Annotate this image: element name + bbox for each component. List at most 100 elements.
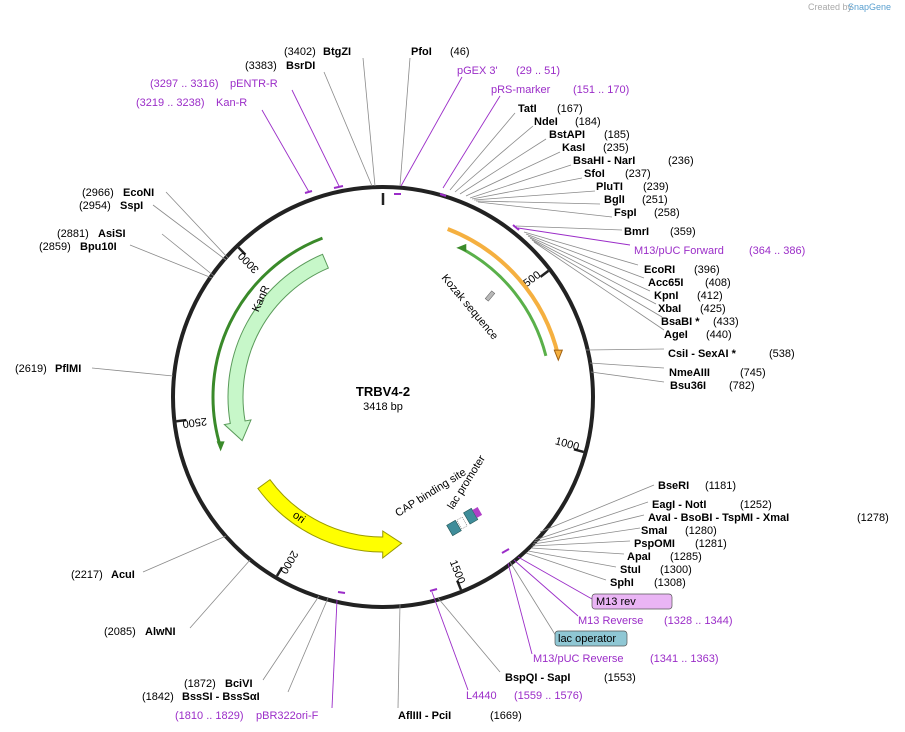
label-bseri[interactable]: BseRI xyxy=(658,480,689,492)
label-btgzi-pos: (3402) xyxy=(284,46,316,58)
m13-rev-box[interactable] xyxy=(591,593,673,610)
label-m13-reverse[interactable]: M13 Reverse xyxy=(578,615,643,627)
label-stui[interactable]: StuI xyxy=(620,564,641,576)
cap-site-glyph xyxy=(446,519,462,537)
label-csii-sexai[interactable]: CsiI - SexAI * xyxy=(668,348,737,360)
label-fspi[interactable]: FspI xyxy=(614,207,637,219)
leader-lines xyxy=(91,57,665,709)
label-bpu10i[interactable]: Bpu10I xyxy=(80,241,117,253)
label-m13-puc-reverse[interactable]: M13/pUC Reverse xyxy=(533,653,623,665)
label-pfoi[interactable]: PfoI xyxy=(411,46,432,58)
scale-tick-label: 2500 xyxy=(182,415,208,430)
label-eagi-noti-pos: (1252) xyxy=(740,499,772,511)
scale-tick-mark xyxy=(539,269,550,278)
label-bspqi-sapi[interactable]: BspQI - SapI xyxy=(505,672,570,684)
label-bmri[interactable]: BmrI xyxy=(624,226,649,238)
label-asisi[interactable]: AsiSI xyxy=(98,228,126,240)
label-kasi[interactable]: KasI xyxy=(562,142,585,154)
label-pbr322ori-f[interactable]: pBR322ori-F xyxy=(256,710,319,722)
label-acui-pos: (2217) xyxy=(71,569,103,581)
kanr-outer-head xyxy=(216,441,225,452)
label-pgex3-pos: (29 .. 51) xyxy=(516,65,560,77)
snapgene-logo: SnapGene xyxy=(848,2,891,12)
label-acui[interactable]: AcuI xyxy=(111,569,135,581)
label-bsu36i[interactable]: Bsu36I xyxy=(670,380,706,392)
label-m13-puc-forward[interactable]: M13/pUC Forward xyxy=(634,245,724,257)
label-pgex3[interactable]: pGEX 3' xyxy=(457,65,498,77)
label-stui-pos: (1300) xyxy=(660,564,692,576)
label-pluti[interactable]: PluTI xyxy=(596,181,623,193)
label-alwni[interactable]: AlwNI xyxy=(145,626,176,638)
green-feature-arc[interactable] xyxy=(459,246,548,357)
m13-glyph xyxy=(456,516,468,530)
orange-feature-head xyxy=(553,349,564,362)
kanr-outer-arc[interactable] xyxy=(211,236,324,448)
label-apai[interactable]: ApaI xyxy=(627,551,651,563)
scale-tick-label: 1000 xyxy=(554,435,581,453)
label-ndei-pos: (184) xyxy=(575,116,601,128)
label-pspomi[interactable]: PspOMI xyxy=(634,538,675,550)
lac-operator-box[interactable] xyxy=(554,630,628,647)
label-bsssi-pos: (1842) xyxy=(142,691,174,703)
label-sspi[interactable]: SspI xyxy=(120,200,143,212)
label-nmeaiii[interactable]: NmeAIII xyxy=(669,367,710,379)
label-eagi-noti[interactable]: EagI - NotI xyxy=(652,499,706,511)
label-bsssi[interactable]: BssSI - BssSαI xyxy=(182,691,260,703)
kanr-arrow[interactable] xyxy=(223,253,330,442)
label-pfoi-pos: (46) xyxy=(450,46,470,58)
label-bstapi[interactable]: BstAPI xyxy=(549,129,585,141)
label-bsrdi[interactable]: BsrDI xyxy=(286,60,315,72)
label-sphi[interactable]: SphI xyxy=(610,577,634,589)
label-sfoi[interactable]: SfoI xyxy=(584,168,605,180)
label-tati[interactable]: TatI xyxy=(518,103,537,115)
scale-tick-mark xyxy=(573,448,584,454)
label-econi[interactable]: EcoNI xyxy=(123,187,154,199)
label-smai[interactable]: SmaI xyxy=(641,525,667,537)
label-agei[interactable]: AgeI xyxy=(664,329,688,341)
label-lac-operator: lac operator xyxy=(558,633,616,645)
label-bpu10i-pos: (2859) xyxy=(39,241,71,253)
label-prs-marker-pos: (151 .. 170) xyxy=(573,84,629,96)
label-pentr-r[interactable]: pENTR-R xyxy=(230,78,278,90)
label-afliii-pcii[interactable]: AflIII - PciI xyxy=(398,710,451,722)
ori-arrow[interactable] xyxy=(257,478,403,560)
label-bsu36i-pos: (782) xyxy=(729,380,755,392)
label-pflmi[interactable]: PflMI xyxy=(55,363,81,375)
label-kan-r-pos: (3219 .. 3238) xyxy=(136,97,205,109)
label-bsabi[interactable]: BsaBI * xyxy=(661,316,700,328)
label-btgzi[interactable]: BtgZI xyxy=(323,46,351,58)
label-bcivi[interactable]: BciVI xyxy=(225,678,253,690)
lac-operator-glyph xyxy=(472,507,483,518)
label-sphi-pos: (1308) xyxy=(654,577,686,589)
label-bsabi-pos: (433) xyxy=(713,316,739,328)
credit-prefix: Created by xyxy=(808,2,853,12)
label-pentr-r-pos: (3297 .. 3316) xyxy=(150,78,219,90)
scale-tick-mark xyxy=(456,580,463,591)
label-kan-r[interactable]: Kan-R xyxy=(216,97,247,109)
label-kpni-pos: (412) xyxy=(697,290,723,302)
feature-label-kozak: Kozak sequence xyxy=(439,272,500,342)
scale-tick-label: 1500 xyxy=(447,558,467,585)
label-sfoi-pos: (237) xyxy=(625,168,651,180)
label-l4440[interactable]: L4440 xyxy=(466,690,497,702)
scale-tick-label: 3000 xyxy=(236,249,262,275)
label-pspomi-pos: (1281) xyxy=(695,538,727,550)
label-pbr322ori-f-pos: (1810 .. 1829) xyxy=(175,710,244,722)
label-bsahi-nari[interactable]: BsaHI - NarI xyxy=(573,155,635,167)
label-agei-pos: (440) xyxy=(706,329,732,341)
label-bspqi-sapi-pos: (1553) xyxy=(604,672,636,684)
label-bmri-pos: (359) xyxy=(670,226,696,238)
label-prs-marker[interactable]: pRS-marker xyxy=(491,84,551,96)
label-avai-group[interactable]: AvaI - BsoBI - TspMI - XmaI xyxy=(648,512,789,524)
label-ecori[interactable]: EcoRI xyxy=(644,264,675,276)
label-sspi-pos: (2954) xyxy=(79,200,111,212)
label-kpni[interactable]: KpnI xyxy=(654,290,678,302)
label-acc65i[interactable]: Acc65I xyxy=(648,277,683,289)
label-xbai[interactable]: XbaI xyxy=(658,303,681,315)
label-bgli[interactable]: BglI xyxy=(604,194,625,206)
orange-feature-arc[interactable] xyxy=(446,227,561,357)
label-ndei[interactable]: NdeI xyxy=(534,116,558,128)
label-xbai-pos: (425) xyxy=(700,303,726,315)
label-asisi-pos: (2881) xyxy=(57,228,89,240)
